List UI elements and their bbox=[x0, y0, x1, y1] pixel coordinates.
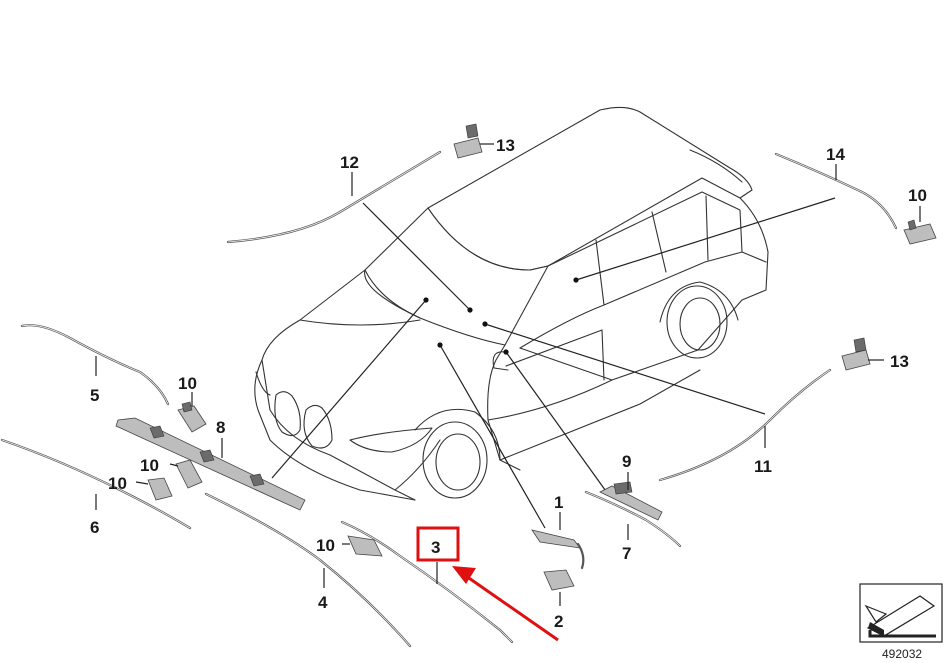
label-8: 8 bbox=[216, 418, 225, 437]
label-3: 3 bbox=[431, 538, 440, 557]
label-14: 14 bbox=[826, 145, 845, 164]
label-2: 2 bbox=[554, 612, 563, 631]
label-11: 11 bbox=[754, 457, 772, 476]
connector-modules bbox=[147, 123, 937, 591]
label-12: 12 bbox=[340, 153, 359, 172]
label-4: 4 bbox=[318, 593, 328, 612]
vehicle-outline bbox=[254, 106, 769, 501]
label-10-lower-left: 10 bbox=[108, 474, 127, 493]
label-5: 5 bbox=[90, 386, 99, 405]
label-ticks bbox=[95, 143, 921, 606]
light-strip-8 bbox=[115, 417, 306, 511]
part-labels: 12 13 14 10 13 5 10 8 10 10 6 10 4 3 1 2… bbox=[90, 136, 927, 631]
label-10-center: 10 bbox=[316, 536, 335, 555]
label-1: 1 bbox=[554, 493, 563, 512]
highlight-box bbox=[416, 526, 460, 562]
label-7: 7 bbox=[622, 544, 631, 563]
highlight-arrow bbox=[465, 574, 559, 642]
reference-icon bbox=[859, 583, 943, 643]
highlight-annotation bbox=[416, 526, 559, 642]
label-10-mid-left: 10 bbox=[140, 456, 159, 475]
highlight-arrowhead bbox=[452, 566, 476, 584]
label-10-right-top: 10 bbox=[908, 186, 927, 205]
trim-strips bbox=[0, 150, 898, 648]
leader-lines bbox=[271, 197, 836, 529]
label-10-upper-left: 10 bbox=[178, 374, 197, 393]
label-6: 6 bbox=[90, 518, 99, 537]
reference-number: 492032 bbox=[882, 647, 922, 661]
label-13-top: 13 bbox=[496, 136, 515, 155]
label-13-right: 13 bbox=[890, 352, 909, 371]
label-9: 9 bbox=[622, 452, 631, 471]
